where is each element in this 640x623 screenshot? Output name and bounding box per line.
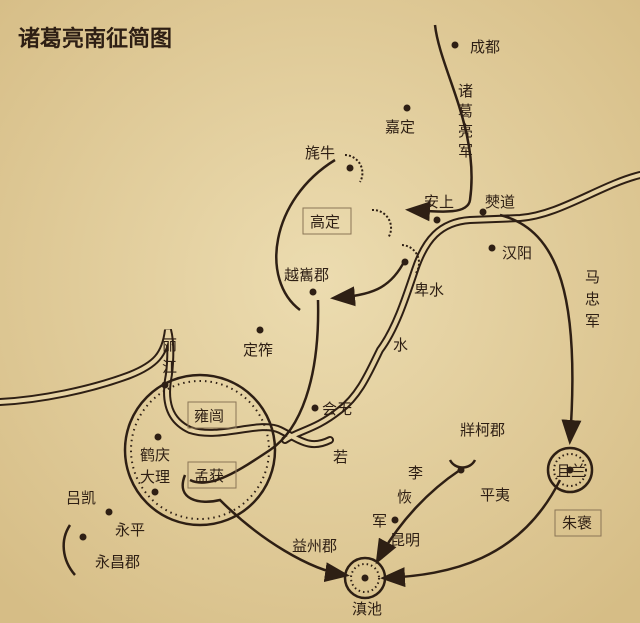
label-menghuo: 孟获 (194, 467, 224, 485)
label-zhuge-army-3: 亮 (458, 122, 473, 140)
label-dingzuo: 定筰 (243, 341, 273, 359)
place-labels: 成都 嘉定 旄牛 高定 安上 僰道 汉阳 越巂郡 定筰 会无 鹤庆 大理 雍闿 … (66, 38, 592, 618)
label-jiading: 嘉定 (385, 118, 415, 136)
label-dali: 大理 (140, 468, 170, 486)
label-qielan: 且兰 (556, 462, 586, 480)
label-anshang: 安上 (424, 193, 454, 211)
label-lihui-army-3: 军 (372, 512, 387, 530)
label-lijiang-2: 江 (162, 358, 177, 376)
label-ruo: 若 (333, 448, 348, 466)
label-heqing: 鹤庆 (140, 446, 170, 464)
label-zangkejun: 牂柯郡 (460, 421, 505, 439)
label-zhubao: 朱褒 (562, 514, 592, 532)
defense-arcs (344, 154, 421, 274)
river-labels: 卑水 水 丽 江 若 (162, 281, 444, 466)
label-zhuge-army-4: 军 (458, 142, 473, 160)
label-bodao: 僰道 (485, 193, 515, 211)
label-yuexijun: 越巂郡 (284, 266, 329, 284)
label-yongchangjun: 永昌郡 (95, 553, 140, 571)
label-pingyi: 平夷 (480, 486, 510, 504)
army-labels: 诸 葛 亮 军 马 忠 军 李 恢 军 (372, 82, 600, 530)
label-mazhong-army-1: 马 (585, 268, 600, 286)
label-lijiang-1: 丽 (162, 336, 177, 354)
route-zhuge-liang (405, 24, 473, 222)
label-gaoding: 高定 (310, 213, 340, 231)
label-huiwu: 会无 (322, 400, 352, 418)
label-yongkai: 雍闿 (194, 407, 224, 425)
route-dali-dianchi (181, 474, 350, 583)
label-zhuge-army-1: 诸 (458, 82, 473, 100)
label-dianchi: 滇池 (352, 600, 382, 618)
label-zhuge-army-2: 葛 (458, 102, 473, 120)
route-to-yongkai (189, 299, 320, 484)
label-kunming: 昆明 (390, 531, 420, 549)
route-yongchang (62, 524, 76, 576)
rivers (0, 171, 640, 449)
route-yuexi (330, 259, 407, 307)
route-mazhong (499, 213, 582, 445)
label-yizhoujun: 益州郡 (292, 537, 337, 555)
march-routes (62, 24, 582, 588)
label-mazhong-army-2: 忠 (585, 290, 600, 308)
label-chengdu: 成都 (470, 38, 500, 56)
label-mazhong-army-3: 军 (585, 312, 600, 330)
label-yongping: 永平 (115, 521, 145, 539)
label-shui: 水 (393, 336, 408, 354)
label-lvkai: 吕凯 (66, 489, 96, 507)
route-maoniu (275, 158, 336, 311)
route-lihui (375, 468, 461, 565)
route-to-dianchi-east (380, 479, 562, 588)
region-circles (123, 373, 594, 600)
map-title: 诸葛亮南征简图 (18, 26, 172, 52)
city-dots (79, 41, 574, 582)
label-hanyang: 汉阳 (502, 244, 532, 262)
label-lihui-army-1: 李 (408, 464, 423, 482)
label-lihui-army-2: 恢 (397, 488, 412, 506)
label-beishui: 卑水 (414, 281, 444, 299)
label-boxes (187, 207, 602, 537)
label-maoniu: 旄牛 (305, 144, 335, 162)
